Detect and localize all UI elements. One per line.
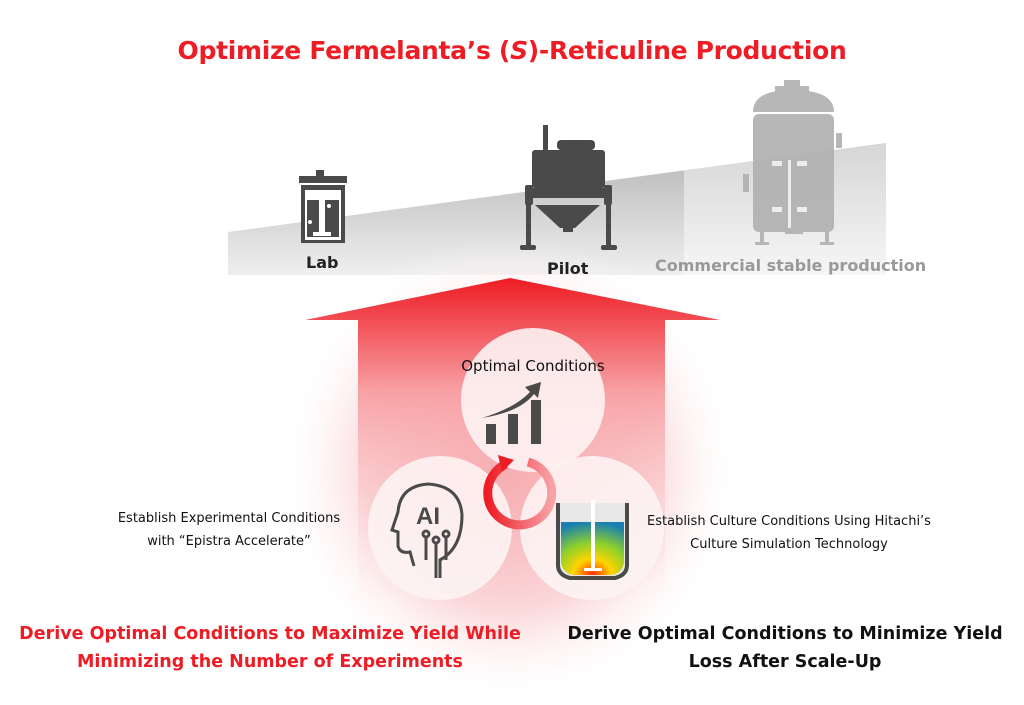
culture-vessel-icon <box>556 500 629 580</box>
commercial-tank-icon <box>743 80 842 245</box>
stage-label-commercial: Commercial stable production <box>655 256 927 275</box>
outcome-right-line: Loss After Scale-Up <box>688 652 882 672</box>
outcome-left-line: Minimizing the Number of Experiments <box>77 652 463 672</box>
outcome-left: Derive Optimal Conditions to Maximize Yi… <box>0 620 540 676</box>
outcome-right-line: Derive Optimal Conditions to Minimize Yi… <box>567 624 1003 644</box>
ai-head-icon <box>390 482 464 578</box>
growth-chart-icon <box>482 382 541 444</box>
stage-label-pilot: Pilot <box>547 259 589 278</box>
right-method-text: Establish Culture Conditions Using Hitac… <box>630 510 948 556</box>
left-method-line: with “Epistra Accelerate” <box>147 534 311 549</box>
right-method-line: Culture Simulation Technology <box>690 537 888 552</box>
ai-icon-text: AI <box>416 503 440 530</box>
outcome-right: Derive Optimal Conditions to Minimize Yi… <box>560 620 1010 676</box>
left-method-text: Establish Experimental Conditions with “… <box>80 507 378 553</box>
page-title: Optimize Fermelanta’s (S)-Reticuline Pro… <box>177 36 847 65</box>
stage-label-lab: Lab <box>306 253 339 272</box>
pilot-fermenter-icon <box>520 125 617 250</box>
lab-reactor-icon <box>299 170 347 243</box>
right-method-line: Establish Culture Conditions Using Hitac… <box>647 514 931 529</box>
left-method-line: Establish Experimental Conditions <box>117 511 341 526</box>
optimal-conditions-label: Optimal Conditions <box>461 357 605 375</box>
outcome-left-line: Derive Optimal Conditions to Maximize Yi… <box>19 624 521 644</box>
circle-ai <box>368 456 512 600</box>
cycle-arrow-icon <box>483 455 557 530</box>
